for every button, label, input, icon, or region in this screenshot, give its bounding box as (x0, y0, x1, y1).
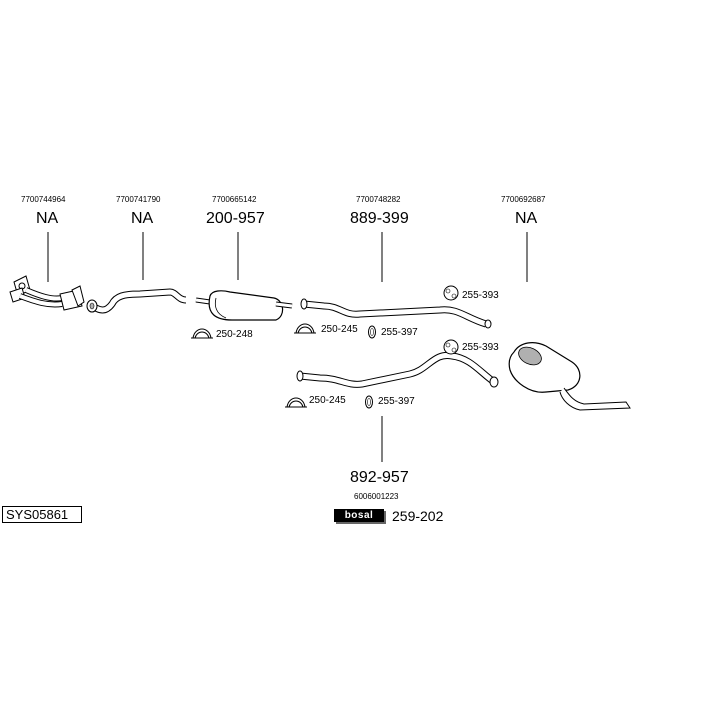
oem-label-1: 7700744964 (21, 195, 66, 204)
intermediate-pipe-7700741790 (86, 288, 187, 314)
part-number-3: 200-957 (206, 210, 265, 227)
part-number-lower-pipe: 892-957 (350, 469, 409, 486)
hanger-label-2: 255-393 (462, 342, 499, 353)
leader-lines (47, 232, 528, 462)
rear-silencer-7700692687 (508, 342, 631, 411)
clamp-icon-3 (285, 397, 307, 408)
lower-pipe-892-957 (296, 351, 499, 388)
rear-pipe-7700748282 (300, 298, 492, 329)
front-pipe-7700744964 (9, 275, 85, 311)
oem-label-3: 7700665142 (212, 195, 257, 204)
oem-label-5: 7700692687 (501, 195, 546, 204)
ring-icon-1 (368, 325, 376, 339)
oem-label-2: 7700741790 (116, 195, 161, 204)
ring-label-1: 255-397 (381, 327, 418, 338)
clamp-label-3: 250-245 (309, 395, 346, 406)
ring-icon-2 (365, 395, 373, 409)
hanger-icon-2 (443, 339, 459, 355)
system-code-box: SYS05861 (2, 506, 82, 523)
hanger-icon-1 (443, 285, 459, 301)
clamp-label-2: 250-245 (321, 324, 358, 335)
clamp-icon-1 (191, 328, 213, 339)
clamp-label-1: 250-248 (216, 329, 253, 340)
part-number-5: NA (515, 210, 538, 227)
bosal-logo: bosal (334, 509, 384, 522)
part-number-1: NA (36, 210, 59, 227)
kit-oem-label: 6006001223 (354, 492, 399, 501)
ring-label-2: 255-397 (378, 396, 415, 407)
oem-label-4: 7700748282 (356, 195, 401, 204)
kit-part-number: 259-202 (392, 508, 444, 524)
front-silencer-7700665142 (195, 290, 293, 321)
clamp-icon-2 (294, 323, 316, 334)
part-number-4: 889-399 (350, 210, 409, 227)
hanger-label-1: 255-393 (462, 290, 499, 301)
part-number-2: NA (131, 210, 154, 227)
